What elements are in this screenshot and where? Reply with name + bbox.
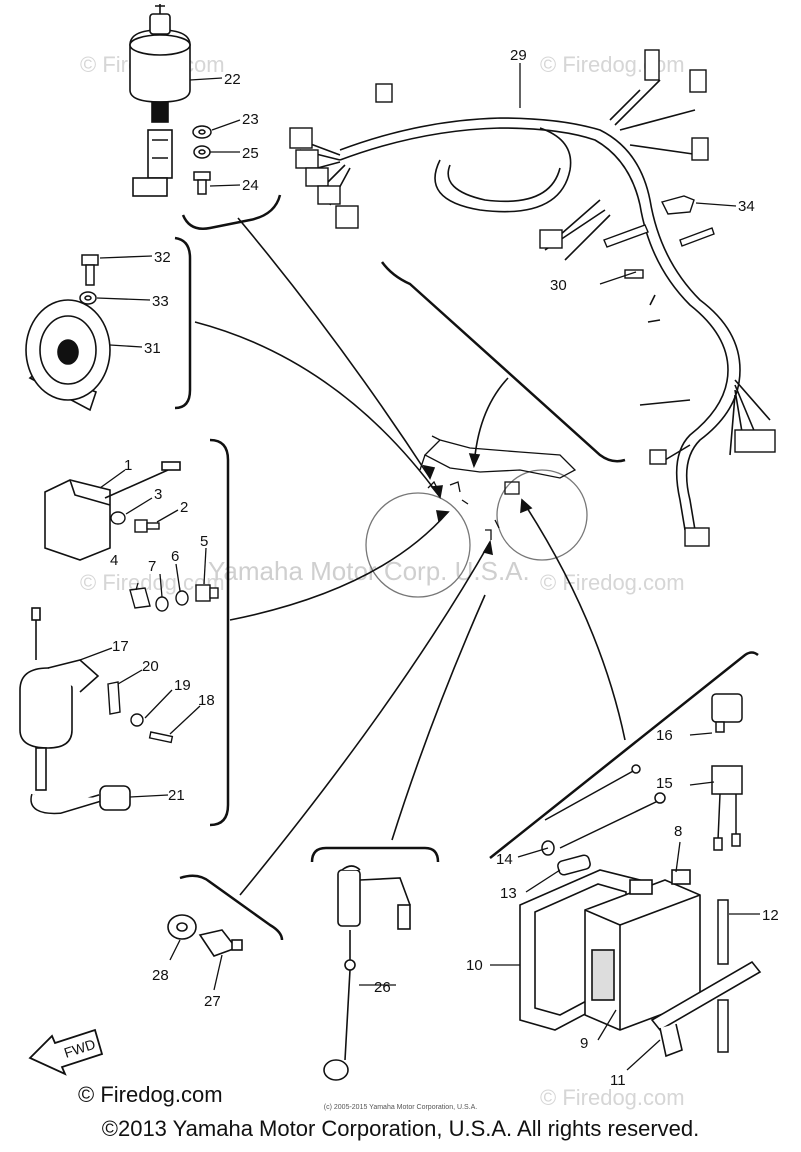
callout-20: 20 (142, 658, 159, 675)
callout-26: 26 (374, 979, 391, 996)
callout-27: 27 (204, 993, 221, 1010)
callout-12: 12 (762, 907, 779, 924)
callout-numbers: 22 23 25 24 32 33 31 1 3 2 4 7 6 5 17 20… (110, 47, 779, 1089)
callout-13: 13 (500, 885, 517, 902)
callout-7: 7 (148, 558, 156, 575)
neutral-switch (167, 914, 243, 957)
callout-32: 32 (154, 249, 171, 266)
washer-23 (192, 125, 212, 139)
rubber-strap-11 (650, 960, 762, 1058)
callout-16: 16 (656, 727, 673, 744)
callout-31: 31 (144, 340, 161, 357)
igniter-unit (44, 461, 181, 561)
main-switch (129, 4, 191, 197)
callout-19: 19 (174, 677, 191, 694)
horn (25, 299, 111, 412)
callout-34: 34 (738, 198, 755, 215)
callout-15: 15 (656, 775, 673, 792)
callout-1: 1 (124, 457, 132, 474)
callout-28: 28 (152, 967, 169, 984)
watermark-layer: © Firedog.com © Firedog.com © Firedog.co… (80, 52, 685, 1110)
callout-9: 9 (580, 1035, 588, 1052)
callout-8: 8 (674, 823, 682, 840)
callout-10: 10 (466, 957, 483, 974)
watermark-text: © Firedog.com (540, 570, 685, 595)
callout-4: 4 (110, 552, 118, 569)
bolt-24 (193, 171, 211, 195)
watermark-text: © Firedog.com (540, 1085, 685, 1110)
battery-9 (584, 869, 701, 1031)
nut-25 (193, 145, 211, 159)
bolt-5 (195, 584, 219, 602)
callout-leaders (79, 63, 760, 1071)
watermark-text: © Firedog.com (540, 52, 685, 77)
group-brackets (174, 194, 759, 941)
band-30 (603, 224, 715, 279)
clamp-34 (660, 195, 695, 215)
bolt-32 (81, 254, 99, 286)
fwd-arrow: FWD (28, 1028, 104, 1076)
callout-30: 30 (550, 277, 567, 294)
callout-3: 3 (154, 486, 162, 503)
callout-29: 29 (510, 47, 527, 64)
callout-21: 21 (168, 787, 185, 804)
fuse-holder-15 (711, 765, 743, 851)
callout-25: 25 (242, 145, 259, 162)
callout-6: 6 (171, 548, 179, 565)
screw-2 (134, 519, 160, 533)
washer-3 (110, 511, 126, 525)
callout-18: 18 (198, 692, 215, 709)
battery-leads (541, 764, 666, 876)
ground-lead (323, 865, 411, 1081)
callout-23: 23 (242, 111, 259, 128)
callout-24: 24 (242, 177, 259, 194)
callout-33: 33 (152, 293, 169, 310)
washers-6-7 (155, 590, 189, 612)
wire-harness (299, 79, 771, 531)
bolt-18 (148, 731, 174, 744)
washer-33 (79, 291, 97, 305)
harness-connectors (289, 49, 776, 547)
callout-17: 17 (112, 638, 129, 655)
footer-small-copyright: (c) 2005-2015 Yamaha Motor Corporation, … (323, 1104, 478, 1111)
leader-curves (194, 217, 626, 896)
tube-12 (717, 899, 729, 1053)
callout-2: 2 (180, 499, 188, 516)
bracket-4 (129, 587, 151, 609)
bracket-20 (107, 681, 121, 715)
callout-5: 5 (200, 533, 208, 550)
ignition-coil (19, 607, 131, 815)
footer-brand: © Firedog.com (78, 1082, 223, 1107)
fuse-box-16 (711, 693, 743, 733)
callout-14: 14 (496, 851, 513, 868)
footer-copyright: ©2013 Yamaha Motor Corporation, U.S.A. A… (101, 1116, 700, 1141)
washer-19 (130, 713, 144, 727)
motorcycle-outline (365, 435, 588, 598)
callout-22: 22 (224, 71, 241, 88)
callout-11: 11 (610, 1072, 626, 1089)
